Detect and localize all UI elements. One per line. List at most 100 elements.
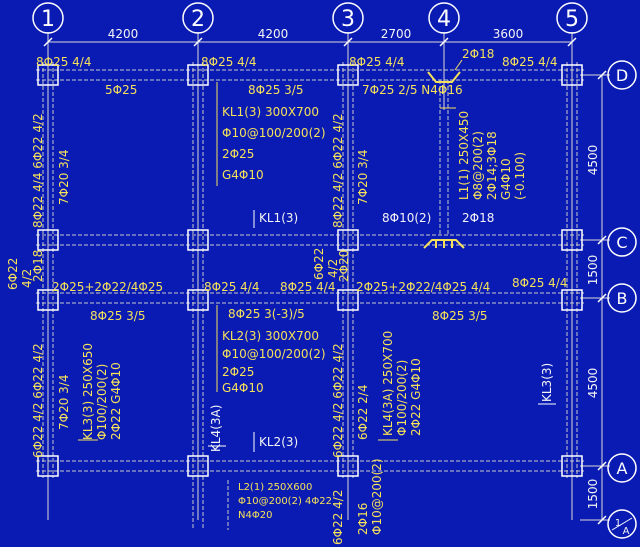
axis-label-5: 5 (565, 7, 579, 32)
dimension-ticks (43, 37, 607, 525)
kl2-tag: KL2(3) (259, 435, 298, 449)
columns (37, 64, 583, 477)
axis-bubble-2 (182, 2, 214, 34)
axis-bubble-D (607, 60, 637, 90)
column-5A (561, 455, 583, 477)
rebar-d-4: 2Φ18 (462, 47, 494, 61)
column-5B (561, 289, 583, 311)
kl3-name: KL3(3) 250X650 (81, 343, 95, 440)
rebar-axis1-mid-c: 2Φ18 (31, 250, 45, 282)
axis-bubble-4 (428, 2, 460, 34)
kl3-rebar: 2Φ22 G4Φ10 (109, 362, 123, 440)
dim-top-3-4: 2700 (381, 27, 412, 41)
rebar-b-12: 2Φ25+2Φ22/4Φ25 (52, 280, 163, 294)
rebar-b-3: 8Φ25 4/4 (280, 280, 335, 294)
dim-right-D-C: 4500 (586, 145, 600, 176)
kl3-stirrup: Φ100/200(2) (95, 364, 109, 440)
kl1-stirrup: Φ10@100/200(2) (222, 126, 326, 140)
rebar-axis1-upper: 8Φ22 4/4 6Φ22 4/2 (31, 113, 45, 228)
axis-bubble-B (607, 283, 637, 313)
l1-stirrup: Φ8@200(2) (471, 131, 485, 200)
rebar-axis3-bottom: 6Φ22 4/2 (331, 490, 345, 545)
dim-right-A-1A: 1500 (586, 479, 600, 510)
axis-label-B: B (617, 289, 628, 308)
hanger-rebar-c: 2Φ18 (462, 211, 494, 225)
rebar-axis1-mid-b: 4/2 (20, 269, 34, 288)
kl4-stirrup: Φ100/200(2) (395, 360, 409, 436)
rebar-axis3-lower-bottom: 6Φ22 2/4 (356, 385, 370, 440)
l1-rebar: 2Φ14;3Φ18 (485, 131, 499, 200)
l2-name: L2(1) 250X600 (238, 482, 312, 493)
beam-lines (36, 62, 584, 530)
l1-name: L1(1) 250X450 (457, 111, 471, 200)
rebar-axis3-mid-a: 6Φ22 (312, 248, 326, 280)
dim-right-C-B: 1500 (586, 255, 600, 286)
axis-bubble-3 (332, 2, 364, 34)
dim-top-1-2: 4200 (108, 27, 139, 41)
kl4-rebar: 2Φ22 G4Φ10 (409, 358, 423, 436)
rebar-d-5: 8Φ25 4/4 (502, 55, 557, 69)
column-2B (187, 289, 209, 311)
rebar-b-23-bottom: 8Φ25 3(-3)/5 (228, 307, 305, 321)
rebar-b-34: 2Φ25+2Φ22/4Φ25 4/4 (356, 280, 490, 294)
rebar-b-34-bottom: 8Φ25 3/5 (432, 309, 487, 323)
axis-bubble-A (607, 453, 637, 483)
kl4-name: KL4(3A) 250X700 (381, 331, 395, 436)
dim-top-4-5: 3600 (493, 27, 524, 41)
rebar-d-2: 8Φ25 4/4 (201, 55, 256, 69)
column-2D (187, 64, 209, 86)
column-2A (187, 455, 209, 477)
rebar-d-1: 8Φ25 4/4 (36, 55, 91, 69)
axis-label-1A-main: 1 (615, 518, 621, 529)
dim-right-B-A: 4500 (586, 368, 600, 399)
hanger-rebar-symbol-d (427, 71, 461, 83)
hanger-leader-d (454, 59, 463, 71)
axis-label-1A-sub: A (623, 526, 630, 537)
axis-label-C: C (616, 233, 627, 252)
l2-rebar-a: 2Φ16 (356, 503, 370, 535)
dim-top-2-3: 4200 (258, 27, 289, 41)
kl1-top-rebar: 2Φ25 (222, 147, 254, 161)
column-2C (187, 229, 209, 251)
axis-bubble-5 (556, 2, 588, 34)
rebar-b-12-bottom: 8Φ25 3/5 (90, 309, 145, 323)
axis-label-1: 1 (41, 7, 55, 32)
kl1-tag: KL1(3) (259, 211, 298, 225)
rebar-axis3-upper-bottom: 7Φ20 3/4 (356, 150, 370, 205)
column-3A (337, 455, 359, 477)
hanger-stirrup-c: 8Φ10(2) (382, 211, 431, 225)
rebar-axis1-lower-bottom: 7Φ20 3/4 (57, 375, 71, 430)
hanger-rebar-symbol-c (423, 239, 465, 249)
axis-label-2: 2 (191, 7, 205, 32)
axis-1A-divider (611, 517, 633, 531)
kl4-tag: KL4(3A) (209, 405, 223, 452)
rebar-axis3-mid-c: 2Φ20 (337, 250, 351, 282)
axis-label-3: 3 (341, 7, 355, 32)
column-1D (37, 64, 59, 86)
rebar-d-3: 8Φ25 4/4 (349, 55, 404, 69)
rebar-axis3-mid-b: 4/2 (326, 259, 340, 278)
column-5D (561, 64, 583, 86)
axis-bubble-C (607, 227, 637, 257)
column-1A (37, 455, 59, 477)
column-1B (37, 289, 59, 311)
column-3B (337, 289, 359, 311)
axis-bubble-1A (607, 509, 637, 539)
kl2-top-rebar: 2Φ25 (222, 365, 254, 379)
kl3-tag: KL3(3) (540, 363, 554, 402)
rebar-axis3-lower: 6Φ22 4/2 6Φ22 4/2 (331, 343, 345, 458)
axis-bubble-1 (32, 2, 64, 34)
l1-side-rebar: G4Φ10 (499, 158, 513, 200)
l2-bottom-rebar: N4Φ20 (238, 510, 272, 521)
l2-rebar-b: Φ10@200(2) (370, 458, 384, 535)
axis-bubbles (32, 2, 637, 539)
kl2-stirrup: Φ10@100/200(2) (222, 347, 326, 361)
rebar-axis1-upper-bottom: 7Φ20 3/4 (57, 150, 71, 205)
axis-label-A: A (617, 459, 628, 478)
axis-label-D: D (616, 66, 628, 85)
column-3C (337, 229, 359, 251)
rebar-d-23-bottom: 8Φ25 3/5 (248, 83, 303, 97)
rebar-axis1-mid-a: 6Φ22 (6, 258, 20, 290)
l1-level: (-0.100) (513, 152, 527, 200)
